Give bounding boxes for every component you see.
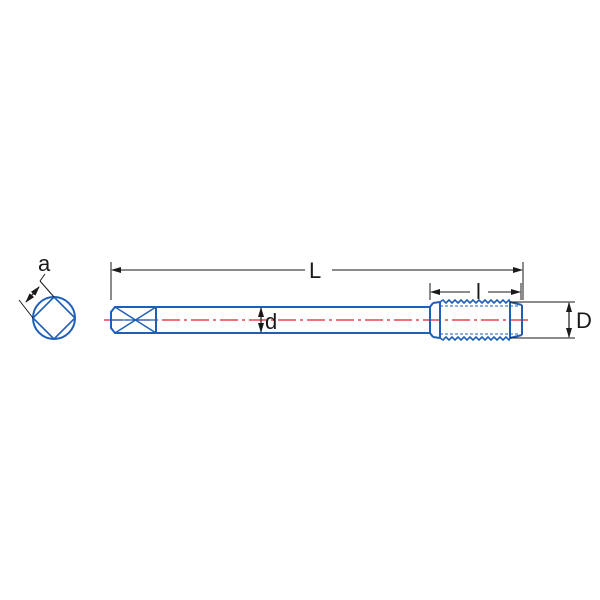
label-D: D	[576, 308, 592, 333]
dimension-L: L	[110, 258, 524, 300]
dimension-D: D	[510, 301, 592, 339]
tap-body	[110, 298, 523, 342]
dimension-d: d	[258, 307, 277, 334]
label-d: d	[265, 309, 277, 334]
dimension-l: l	[429, 279, 522, 304]
end-view: a	[18, 251, 77, 341]
label-L: L	[309, 258, 321, 283]
label-l: l	[476, 279, 481, 304]
label-a: a	[38, 251, 51, 276]
